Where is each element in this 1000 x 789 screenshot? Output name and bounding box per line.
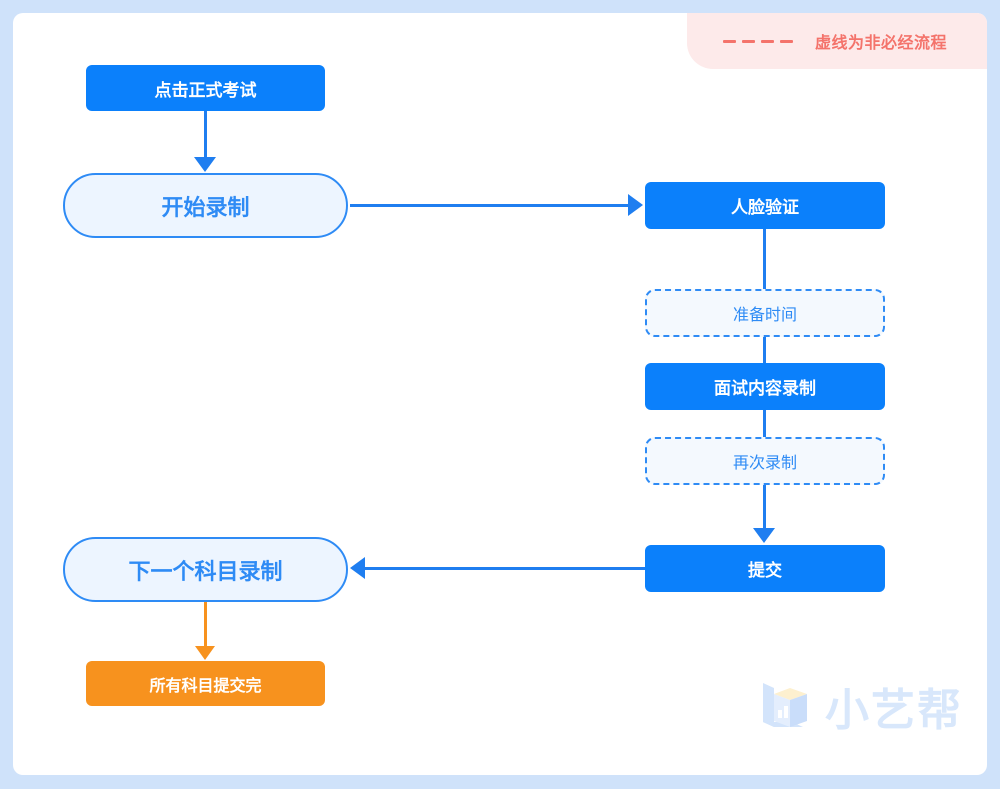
node-interview-record[interactable]: 面试内容录制 <box>645 363 885 410</box>
node-record-again-label: 再次录制 <box>732 455 797 472</box>
edge-arrow-right-face-verify <box>628 194 643 216</box>
legend-banner: 虚线为非必经流程 <box>687 13 987 69</box>
edge-arrow-down-all-submitted <box>195 646 215 660</box>
edge-arrow-left-next-subject <box>350 557 365 579</box>
flowchart-canvas: 虚线为非必经流程 点击正式考试 开始录制 人脸验证 准备时间 面试内容录制 再次… <box>13 13 987 775</box>
node-next-subject-label: 下一个科目录制 <box>128 558 283 584</box>
node-submit-label: 提交 <box>748 561 782 580</box>
legend-dash-segment <box>780 39 793 43</box>
edge-arrow-down-submit <box>753 528 775 543</box>
edge-record-again-to-submit <box>763 485 766 530</box>
node-begin-recording[interactable]: 开始录制 <box>63 173 348 238</box>
node-prep-time-label: 准备时间 <box>732 307 797 324</box>
node-prep-time[interactable]: 准备时间 <box>645 289 885 337</box>
edge-begin-recording-to-face-verify <box>350 204 629 207</box>
edge-interview-record-to-record-again <box>763 410 766 437</box>
legend-dash-segment <box>761 39 774 43</box>
edge-face-verify-to-prep-time <box>763 229 766 289</box>
node-start-exam-label: 点击正式考试 <box>154 80 257 100</box>
node-begin-recording-label: 开始录制 <box>161 194 250 220</box>
node-next-subject[interactable]: 下一个科目录制 <box>63 537 348 602</box>
edge-submit-to-next-subject <box>365 567 645 570</box>
legend-dash-segment <box>723 39 736 43</box>
node-submit[interactable]: 提交 <box>645 545 885 592</box>
node-record-again[interactable]: 再次录制 <box>645 437 885 485</box>
legend-label: 虚线为非必经流程 <box>815 35 948 52</box>
cube-logo-icon <box>763 683 807 727</box>
node-interview-record-label: 面试内容录制 <box>714 379 816 398</box>
edge-next-subject-to-all-submitted <box>204 602 207 648</box>
legend-dash-segment <box>742 39 755 43</box>
edge-start-exam-to-begin-recording <box>204 111 207 159</box>
node-start-exam[interactable]: 点击正式考试 <box>86 65 325 111</box>
edge-arrow-down-begin-recording <box>194 157 216 172</box>
node-face-verify[interactable]: 人脸验证 <box>645 182 885 229</box>
watermark-brand-text: 小艺帮 <box>825 685 963 736</box>
node-all-submitted-label: 所有科目提交完 <box>149 677 262 695</box>
node-all-submitted[interactable]: 所有科目提交完 <box>86 661 325 706</box>
watermark-logo: 小艺帮 <box>757 673 977 739</box>
legend-dashed-sample <box>723 39 793 43</box>
node-face-verify-label: 人脸验证 <box>731 198 799 217</box>
edge-prep-time-to-interview-record <box>763 337 766 363</box>
